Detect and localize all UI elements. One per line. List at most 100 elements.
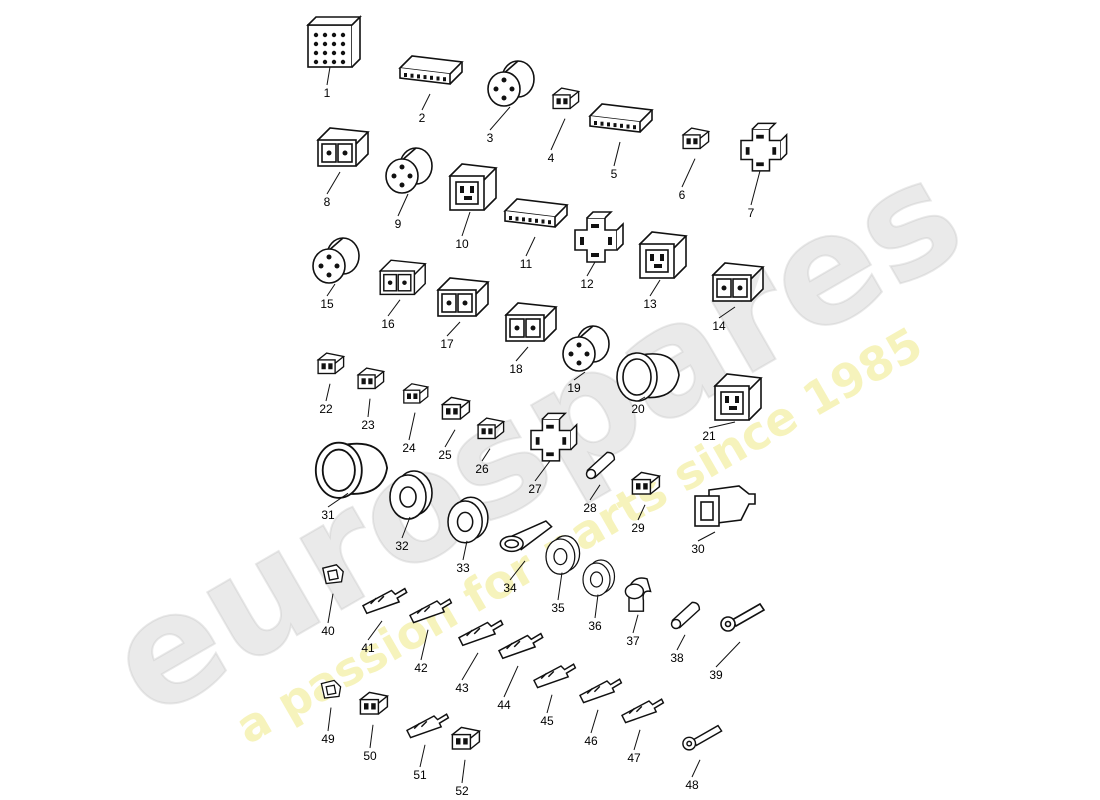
ring-terminal-icon	[682, 724, 723, 751]
part-49: 49	[320, 679, 342, 746]
leader-line	[589, 484, 601, 501]
part-number-label: 22	[319, 402, 333, 416]
part-34: 34	[499, 520, 553, 595]
leader-line	[401, 516, 411, 539]
part-number-label: 50	[363, 749, 377, 763]
leader-line	[691, 759, 701, 778]
part-number-label: 43	[455, 681, 469, 695]
part-number-label: 25	[438, 448, 452, 462]
part-number-label: 5	[611, 167, 618, 181]
leader-line	[327, 492, 349, 508]
part-number-label: 32	[395, 539, 409, 553]
leader-line	[525, 236, 536, 257]
part-8: 8	[316, 127, 370, 209]
oval-boot-icon	[616, 352, 680, 402]
terminal-icon	[361, 587, 408, 615]
leader-line	[369, 724, 374, 749]
part-number-label: 9	[395, 217, 402, 231]
leader-line	[649, 279, 661, 297]
part-number-label: 38	[670, 651, 684, 665]
terminal-icon	[533, 663, 577, 689]
part-number-label: 52	[455, 784, 469, 798]
part-number-label: 48	[685, 778, 699, 792]
leader-line	[594, 594, 599, 619]
leader-line	[586, 261, 596, 277]
leader-line	[637, 396, 646, 402]
part-20: 20	[616, 352, 680, 416]
box-connector-icon	[711, 262, 765, 302]
part-number-label: 41	[361, 641, 375, 655]
small-box-icon	[356, 367, 386, 390]
leader-line	[461, 759, 466, 784]
leader-line	[419, 744, 426, 768]
box-connector-icon	[316, 127, 370, 167]
leader-line	[750, 170, 761, 206]
part-number-label: 45	[540, 714, 554, 728]
part-number-label: 15	[320, 297, 334, 311]
funnel-icon	[499, 520, 553, 553]
part-9: 9	[385, 147, 433, 231]
leader-line	[367, 398, 371, 418]
terminal-icon	[497, 632, 544, 660]
part-number-label: 12	[580, 277, 594, 291]
part-number-label: 44	[497, 698, 511, 712]
part-43: 43	[455, 619, 504, 695]
leader-line	[420, 629, 429, 661]
part-47: 47	[621, 698, 665, 765]
part-50: 50	[358, 691, 390, 763]
leader-line	[421, 93, 431, 111]
leader-line	[573, 371, 586, 381]
leader-line	[637, 504, 646, 521]
part-number-label: 31	[321, 508, 335, 522]
part-number-label: 21	[702, 429, 716, 443]
terminal-icon	[621, 698, 665, 724]
part-25: 25	[438, 396, 472, 462]
part-number-label: 1	[324, 86, 331, 100]
leader-line	[503, 665, 519, 698]
grommet-icon	[582, 559, 616, 597]
part-15: 15	[312, 237, 360, 311]
part-48: 48	[682, 724, 723, 792]
part-number-label: 39	[709, 668, 723, 682]
part-number-label: 6	[679, 188, 686, 202]
part-33: 33	[447, 496, 489, 575]
cross-block-icon	[740, 122, 788, 172]
part-19: 19	[562, 325, 610, 395]
part-3: 3	[487, 60, 535, 145]
part-42: 42	[409, 598, 453, 675]
ring-terminal-icon	[720, 602, 766, 632]
leader-line	[326, 171, 341, 195]
part-31: 31	[314, 441, 389, 522]
leader-line	[632, 614, 639, 634]
part-number-label: 11	[520, 257, 533, 271]
part-29: 29	[630, 471, 662, 535]
part-number-label: 14	[712, 319, 726, 333]
part-2: 2	[398, 55, 464, 125]
leader-line	[326, 66, 331, 86]
part-number-label: 40	[321, 624, 335, 638]
part-23: 23	[356, 367, 386, 432]
part-36: 36	[582, 559, 616, 633]
terminal-icon	[579, 678, 623, 704]
grommet-icon	[447, 496, 489, 544]
part-number-label: 16	[381, 317, 395, 331]
part-24: 24	[402, 383, 430, 455]
part-4: 4	[548, 87, 581, 165]
round-plug-icon	[562, 325, 610, 372]
sleeve-icon	[670, 601, 701, 630]
part-number-label: 23	[361, 418, 375, 432]
leader-line	[397, 193, 409, 217]
small-box-icon	[681, 127, 711, 150]
leader-line	[444, 429, 456, 448]
leader-line	[327, 707, 332, 732]
leader-line	[697, 531, 716, 542]
grommet-icon	[389, 470, 433, 520]
part-number-label: 18	[509, 362, 523, 376]
part-number-label: 28	[583, 501, 597, 515]
part-number-label: 46	[584, 734, 598, 748]
part-51: 51	[406, 713, 450, 782]
leader-line	[676, 634, 686, 651]
cross-block-icon	[574, 211, 624, 263]
part-number-label: 42	[414, 661, 428, 675]
